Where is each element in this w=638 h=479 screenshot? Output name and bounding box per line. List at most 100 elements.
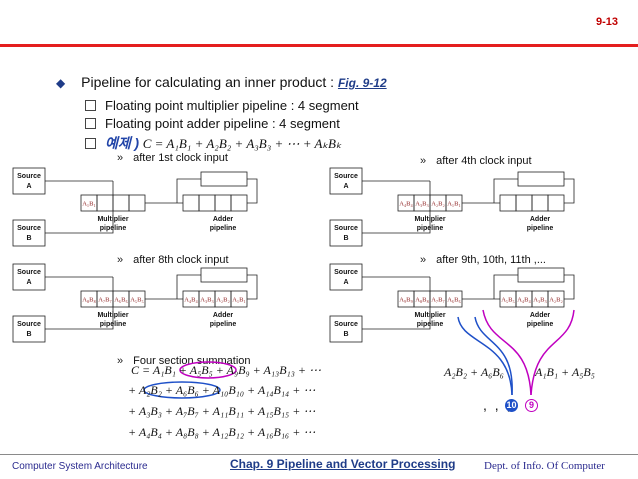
sub-item-multiplier: Floating point multiplier pipeline : 4 s… bbox=[85, 98, 359, 113]
stage9-adder-label: Adder bbox=[530, 312, 551, 319]
stage1-line-feedback bbox=[247, 178, 258, 204]
stage1-adder-cell bbox=[230, 194, 248, 212]
stage4-source-a bbox=[329, 167, 363, 195]
stage1-source-b-label: B bbox=[26, 235, 31, 242]
stage9-multiplier-value: A₆B₆ bbox=[447, 297, 461, 304]
stage9-source-b-label: Source bbox=[334, 321, 358, 328]
stage9-multiplier-value: A₉B₉ bbox=[399, 297, 413, 304]
stage4-line-b bbox=[362, 211, 431, 234]
stage4-adder-label: pipeline bbox=[527, 225, 554, 232]
inner-product-formula: C = A₁B₁ + A₂B₂ + A₃B₃ + ⋯ + AₖBₖ bbox=[142, 136, 342, 151]
stage4-line-feedback bbox=[564, 178, 575, 204]
bracket-magenta bbox=[482, 309, 532, 396]
summation-line-4: + A₄B₄ + A₈B₈ + A₁₂B₁₂ + A₁₆B₁₆ + ⋯ bbox=[128, 425, 316, 439]
stage9-line-feedback bbox=[564, 274, 575, 300]
summation-line-3: + A₃B₃ + A₇B₇ + A₁₁B₁₁ + A₁₅B₁₅ + ⋯ bbox=[128, 404, 316, 418]
summation-line-1: C = A₁B₁ + A₅B₅ + A₉B₉ + A₁₃B₁₃ + ⋯ bbox=[131, 363, 321, 377]
square-bullet-icon bbox=[85, 138, 96, 149]
stage4-source-b bbox=[329, 219, 363, 247]
stage9-source-b-label: B bbox=[343, 331, 348, 338]
stage8-adder-value: A₄B₄ bbox=[184, 297, 198, 304]
stage-after-8: »after 8th clock input bbox=[117, 254, 229, 266]
footer-chapter-link[interactable]: Chap. 9 Pipeline and Vector Processing bbox=[230, 457, 456, 471]
stage8-source-a bbox=[12, 263, 46, 291]
stage8-adder-value: A₃B₃ bbox=[200, 297, 214, 304]
stage1-multiplier-cell bbox=[96, 194, 114, 212]
stage4-multiplier-value: A₃B₃ bbox=[415, 201, 429, 208]
footer-course: Computer System Architecture bbox=[12, 461, 148, 472]
stage4-source-b-label: B bbox=[343, 235, 348, 242]
stage8-source-a-label: A bbox=[26, 279, 31, 286]
partial-sum-left: A₂B₂ + A₆B₆ bbox=[444, 365, 504, 379]
partial-sum-right: A₁B₁ + A₅B₅ bbox=[535, 365, 595, 379]
stage8-multiplier-value: A₆B₆ bbox=[114, 297, 128, 304]
stage1-adder-cell bbox=[182, 194, 200, 212]
stage4-adder-cell bbox=[547, 194, 565, 212]
stage1-source-a-label: Source bbox=[17, 173, 41, 180]
stage1-source-a-label: A bbox=[26, 183, 31, 190]
stage8-source-b bbox=[12, 315, 46, 343]
stage8-line-b bbox=[45, 307, 114, 330]
stage1-adder-cell bbox=[198, 194, 216, 212]
stage1-adder-label: pipeline bbox=[210, 225, 237, 232]
example-paren: ) bbox=[134, 135, 140, 151]
stage1-multiplier-cell bbox=[128, 194, 146, 212]
stage1-register bbox=[200, 171, 248, 187]
figure-reference-link[interactable]: Fig. 9-12 bbox=[337, 76, 387, 90]
stage4-adder-cell bbox=[499, 194, 517, 212]
main-bullet: ◆ Pipeline for calculating an inner prod… bbox=[56, 74, 387, 90]
stage8-multiplier-label: pipeline bbox=[100, 321, 127, 328]
square-bullet-icon bbox=[85, 118, 96, 129]
stage9-source-a-label: Source bbox=[334, 269, 358, 276]
stage9-multiplier-label: pipeline bbox=[417, 321, 444, 328]
stage4-source-b-label: Source bbox=[334, 225, 358, 232]
stage9-multiplier-label: Multiplier bbox=[414, 312, 445, 319]
sub-item-example: 예제 ) C = A₁B₁ + A₂B₂ + A₃B₃ + ⋯ + AₖBₖ bbox=[85, 133, 342, 153]
stage8-adder-label: Adder bbox=[213, 312, 234, 319]
stage1-multiplier-value: A₁B₁ bbox=[82, 201, 96, 208]
stage1-source-b-label: Source bbox=[17, 225, 41, 232]
stage4-multiplier-value: A₄B₄ bbox=[399, 201, 413, 208]
stage9-source-b bbox=[329, 315, 363, 343]
stage4-source-a-label: A bbox=[343, 183, 348, 190]
stage1-adder-label: Adder bbox=[213, 216, 234, 223]
stage4-register bbox=[517, 171, 565, 187]
main-bullet-text: Pipeline for calculating an inner produc… bbox=[81, 74, 338, 90]
stage4-multiplier-value: A₂B₂ bbox=[431, 201, 445, 208]
stage1-multiplier-label: Multiplier bbox=[97, 216, 128, 223]
stage8-source-b-label: Source bbox=[17, 321, 41, 328]
stage4-line-register-in bbox=[493, 178, 518, 203]
stage1-source-a bbox=[12, 167, 46, 195]
stage8-multiplier-label: Multiplier bbox=[97, 312, 128, 319]
stage9-adder-value: A₅B₅ bbox=[501, 297, 515, 304]
circle-ten-badge: 10 bbox=[505, 399, 518, 412]
stage4-adder-label: Adder bbox=[530, 216, 551, 223]
stage8-source-a-label: Source bbox=[17, 269, 41, 276]
stage1-adder-cell bbox=[214, 194, 232, 212]
highlight-row1 bbox=[179, 361, 237, 379]
stage4-multiplier-label: Multiplier bbox=[414, 216, 445, 223]
bracket-magenta-2 bbox=[530, 309, 575, 396]
stage-after-4: »after 4th clock input bbox=[420, 155, 532, 167]
stage-after-9: »after 9th, 10th, 11th ,... bbox=[420, 254, 546, 266]
stage8-line-register-in bbox=[176, 274, 201, 299]
stage4-source-a-label: Source bbox=[334, 173, 358, 180]
stage8-multiplier-value: A₈B₈ bbox=[82, 297, 96, 304]
stage1-multiplier-cell bbox=[112, 194, 130, 212]
header-rule bbox=[0, 44, 638, 47]
stage9-multiplier-value: A₈B₈ bbox=[415, 297, 429, 304]
sub-item-adder: Floating point adder pipeline : 4 segmen… bbox=[85, 116, 340, 131]
stage4-multiplier-value: A₁B₁ bbox=[447, 201, 461, 208]
highlight-row2 bbox=[143, 381, 221, 399]
stage8-multiplier-value: A₅B₅ bbox=[130, 297, 144, 304]
stage1-line-b bbox=[45, 211, 114, 234]
stage9-adder-value: A₂B₂ bbox=[549, 297, 563, 304]
stage8-line-feedback bbox=[247, 274, 258, 300]
stage1-multiplier-label: pipeline bbox=[100, 225, 127, 232]
stage9-source-a bbox=[329, 263, 363, 291]
stage4-adder-cell bbox=[531, 194, 549, 212]
square-bullet-icon bbox=[85, 100, 96, 111]
stage1-line-register-in bbox=[176, 178, 201, 203]
